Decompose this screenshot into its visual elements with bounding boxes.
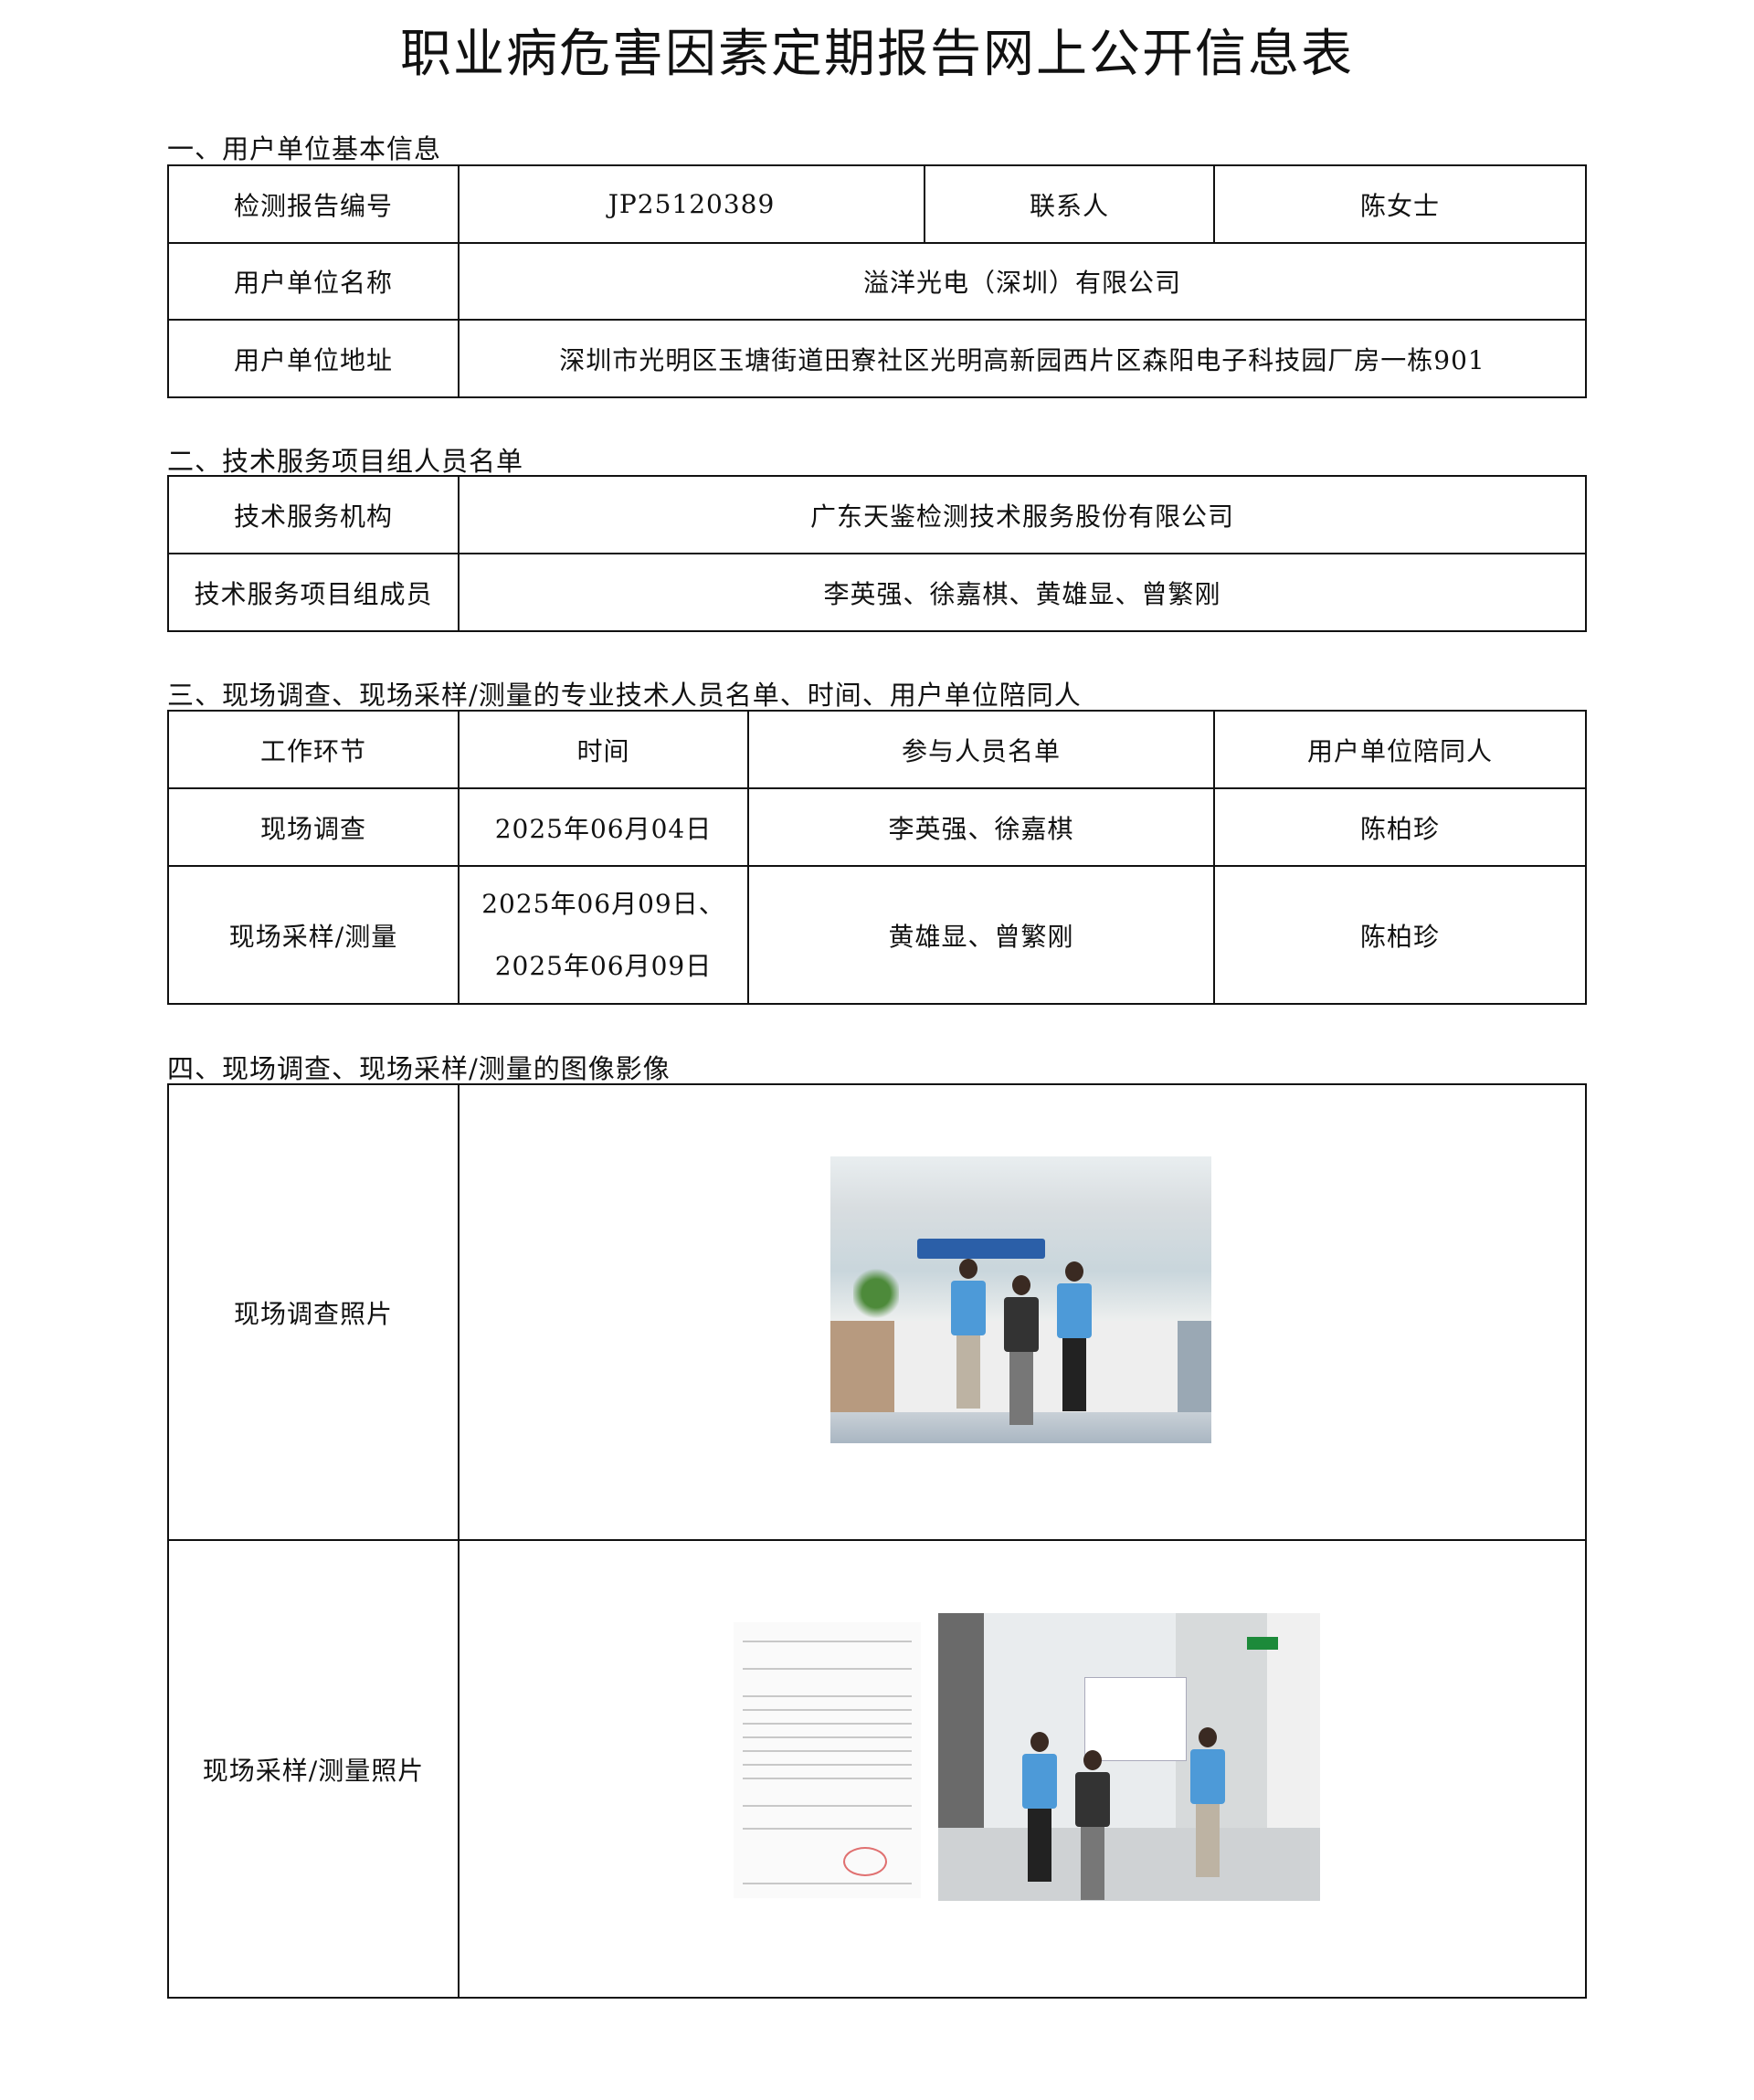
person-figure	[1075, 1750, 1110, 1900]
stage-cell: 现场采样/测量	[167, 865, 460, 1005]
red-seal-stamp	[843, 1847, 887, 1876]
service-team-table: 技术服务机构 广东天鉴检测技术服务股份有限公司 技术服务项目组成员 李英强、徐嘉…	[167, 475, 1587, 632]
company-name-value: 溢洋光电（深圳）有限公司	[458, 242, 1587, 321]
person-figure	[1004, 1275, 1039, 1425]
person-figure	[1022, 1732, 1057, 1882]
person-figure	[1190, 1727, 1225, 1877]
survey-photo-label: 现场调查照片	[167, 1083, 460, 1541]
report-no-label: 检测报告编号	[167, 164, 460, 244]
table-row: 现场调查 2025年06月04日 李英强、徐嘉棋 陈柏珍	[167, 787, 1587, 867]
section4-heading: 四、现场调查、现场采样/测量的图像影像	[167, 1053, 671, 1084]
person-figure	[1057, 1261, 1092, 1411]
page-title: 职业病危害因素定期报告网上公开信息表	[400, 25, 1354, 84]
header-people: 参与人员名单	[747, 710, 1215, 789]
sampling-site-photo	[938, 1613, 1320, 1901]
team-members-value: 李英强、徐嘉棋、黄雄显、曾繁刚	[458, 553, 1587, 632]
table-row: 现场采样/测量 2025年06月09日、 2025年06月09日 黄雄显、曾繁刚…	[167, 865, 1587, 1005]
company-address-label: 用户单位地址	[167, 319, 460, 398]
plant-shape	[853, 1266, 899, 1321]
header-escort: 用户单位陪同人	[1213, 710, 1587, 789]
contact-value: 陈女士	[1213, 164, 1587, 244]
stage-cell: 现场调查	[167, 787, 460, 867]
survey-photo	[830, 1156, 1211, 1443]
company-address-value: 深圳市光明区玉塘街道田寮社区光明高新园西片区森阳电子科技园厂房一栋901	[458, 319, 1587, 398]
team-members-label: 技术服务项目组成员	[167, 553, 460, 632]
report-no-value: JP25120389	[458, 164, 925, 244]
section3-heading: 三、现场调查、现场采样/测量的专业技术人员名单、时间、用户单位陪同人	[167, 680, 1082, 711]
sampling-photo-label: 现场采样/测量照片	[167, 1539, 460, 1999]
basic-info-table: 检测报告编号 JP25120389 联系人 陈女士 用户单位名称 溢洋光电（深圳…	[167, 164, 1587, 398]
section1-heading: 一、用户单位基本信息	[167, 133, 442, 164]
header-stage: 工作环节	[167, 710, 460, 789]
people-cell: 黄雄显、曾繁刚	[747, 865, 1215, 1005]
field-work-table: 工作环节 时间 参与人员名单 用户单位陪同人 现场调查 2025年06月04日 …	[167, 710, 1587, 1005]
contact-label: 联系人	[924, 164, 1215, 244]
person-figure	[951, 1259, 986, 1409]
time-line: 2025年06月09日、	[481, 888, 725, 919]
people-cell: 李英强、徐嘉棋	[747, 787, 1215, 867]
notice-board	[1084, 1677, 1187, 1761]
time-cell: 2025年06月04日	[458, 787, 749, 867]
sampling-record-document-photo	[734, 1622, 921, 1898]
escort-cell: 陈柏珍	[1213, 865, 1587, 1005]
exit-sign	[1247, 1637, 1278, 1650]
service-org-label: 技术服务机构	[167, 475, 460, 554]
escort-cell: 陈柏珍	[1213, 787, 1587, 867]
section2-heading: 二、技术服务项目组人员名单	[167, 446, 524, 477]
company-name-label: 用户单位名称	[167, 242, 460, 321]
company-logo-sign	[917, 1239, 1045, 1259]
time-line: 2025年06月09日	[494, 950, 713, 981]
service-org-value: 广东天鉴检测技术服务股份有限公司	[458, 475, 1587, 554]
time-cell: 2025年06月09日、 2025年06月09日	[458, 865, 749, 1005]
header-time: 时间	[458, 710, 749, 789]
